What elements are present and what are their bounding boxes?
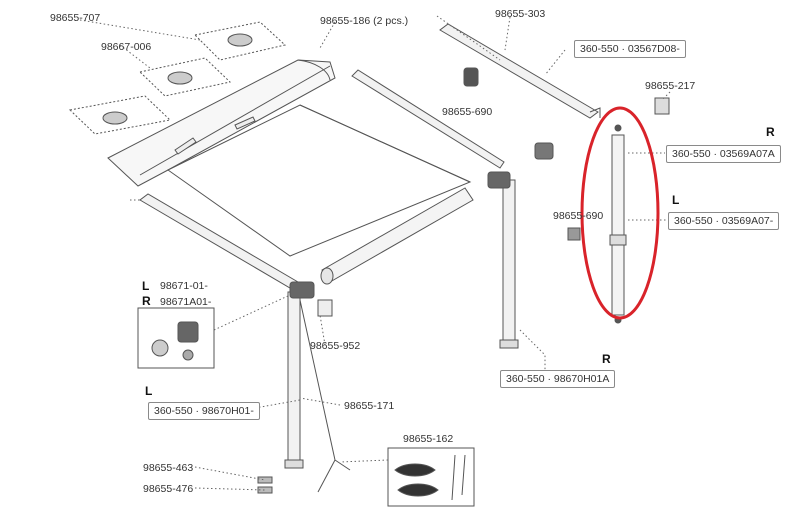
label-98655-476: 98655-476 [143, 483, 194, 495]
front-leg [287, 291, 301, 466]
box-03569A07: 360-550 · 03569A07- [668, 212, 780, 230]
label-98655-217: 98655-217 [645, 80, 696, 92]
rear-leg [502, 179, 516, 346]
box-03569A07A: 360-550 · 03569A07A [666, 145, 781, 163]
back-rail-left [351, 69, 505, 169]
label-98655-707: 98655-707 [50, 12, 101, 24]
box-98670H01: 360-550 · 98670H01- [148, 402, 260, 420]
label-98655-463: 98655-463 [143, 462, 194, 474]
label-98655-952: 98655-952 [310, 340, 361, 352]
label-98667-006: 98667-006 [101, 41, 152, 53]
highlight-ellipse [580, 106, 660, 320]
highlighted-leg [611, 134, 625, 316]
label-98671-01: 98671-01- [160, 280, 208, 292]
box-98670H01A: 360-550 · 98670H01A [500, 370, 616, 388]
label-98655-690-mid: 98655-690 [553, 210, 604, 222]
side-marker-l-bottom: L [145, 384, 153, 398]
label-98655-690-top: 98655-690 [442, 106, 493, 118]
side-marker-l-right: L [672, 193, 680, 207]
side-marker-l-mid: L [142, 279, 150, 293]
side-marker-r-bottom: R [602, 352, 611, 366]
label-98655-186: 98655-186 (2 pcs.) [320, 15, 409, 27]
label-98655-303: 98655-303 [495, 8, 546, 20]
label-98655-162: 98655-162 [403, 433, 454, 445]
box-03567D08: 360-550 · 03567D08- [574, 40, 686, 58]
label-98671A01: 98671A01- [160, 296, 212, 308]
top-rail-right [439, 23, 599, 119]
side-marker-r-mid: R [142, 294, 151, 308]
side-marker-r-top: R [766, 125, 775, 139]
label-98655-171: 98655-171 [344, 400, 395, 412]
